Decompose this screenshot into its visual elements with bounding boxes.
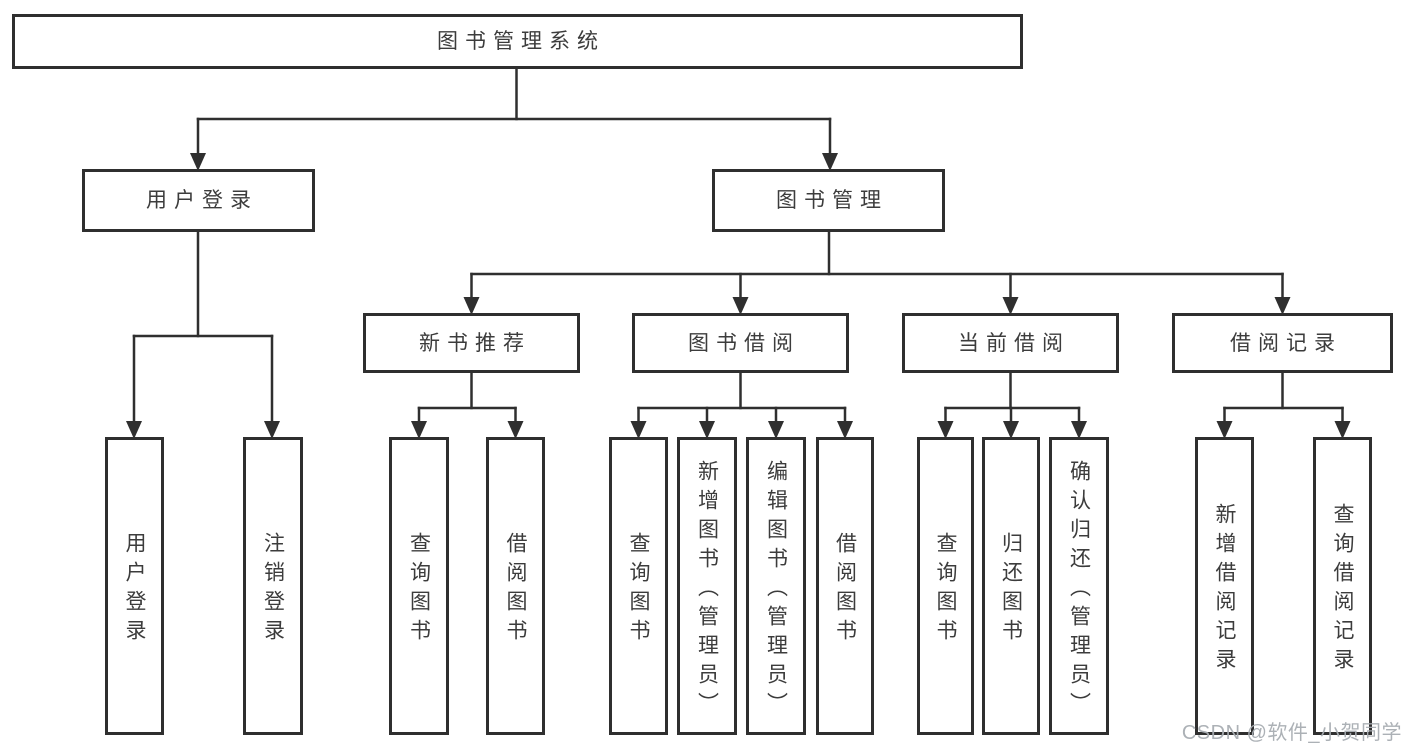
- watermark: CSDN @软件_小贺同学: [1181, 722, 1402, 744]
- leaf-br-query-record: 查询借阅记录: [1313, 437, 1372, 735]
- leaf-cb-return-book-label: 归还图书: [999, 532, 1023, 648]
- leaf-cb-confirm-return: 确认归还（管理员）: [1049, 437, 1109, 735]
- leaf-bb-query-book-label: 查询图书: [627, 532, 650, 648]
- leaf-br-add-record: 新增借阅记录: [1195, 437, 1254, 735]
- leaf-cb-query-book-label: 查询图书: [934, 532, 957, 648]
- leaf-br-query-record-label: 查询借阅记录: [1331, 503, 1354, 677]
- node-root-label: 图书管理系统: [437, 30, 605, 53]
- leaf-nb-query-book-label: 查询图书: [407, 532, 431, 648]
- node-root: 图书管理系统: [12, 14, 1023, 69]
- node-borrow-records-label: 借阅记录: [1230, 331, 1342, 355]
- leaf-nb-borrow-book: 借阅图书: [486, 437, 545, 735]
- leaf-cb-confirm-return-label: 确认归还（管理员）: [1067, 459, 1091, 721]
- leaf-user-login-label: 用户登录: [123, 532, 146, 648]
- node-current-borrow: 当前借阅: [902, 313, 1119, 373]
- leaf-bb-add-book: 新增图书（管理员）: [677, 437, 737, 735]
- node-book-borrow-label: 图书借阅: [688, 331, 800, 355]
- node-borrow-records: 借阅记录: [1172, 313, 1393, 373]
- leaf-nb-query-book: 查询图书: [389, 437, 449, 735]
- node-user-login: 用户登录: [82, 169, 315, 232]
- connector-arrowheads: [126, 153, 1351, 439]
- leaf-nb-borrow-book-label: 借阅图书: [504, 532, 527, 648]
- leaf-bb-add-book-label: 新增图书（管理员）: [695, 459, 719, 721]
- leaf-cb-query-book: 查询图书: [917, 437, 974, 735]
- leaf-bb-edit-book-label: 编辑图书（管理员）: [764, 459, 788, 721]
- node-book-borrow: 图书借阅: [632, 313, 849, 373]
- leaf-br-add-record-label: 新增借阅记录: [1213, 503, 1236, 677]
- leaf-bb-edit-book: 编辑图书（管理员）: [746, 437, 806, 735]
- leaf-bb-borrow-book-label: 借阅图书: [833, 532, 857, 648]
- node-book-management: 图书管理: [712, 169, 945, 232]
- leaf-bb-borrow-book: 借阅图书: [816, 437, 874, 735]
- node-new-book-recommend: 新书推荐: [363, 313, 580, 373]
- leaf-user-login: 用户登录: [105, 437, 164, 735]
- node-new-book-recommend-label: 新书推荐: [419, 331, 531, 355]
- leaf-logout-label: 注销登录: [261, 532, 285, 648]
- node-user-login-label: 用户登录: [146, 189, 258, 212]
- node-book-management-label: 图书管理: [776, 189, 888, 212]
- connector-edges: [132, 66, 1344, 430]
- leaf-cb-return-book: 归还图书: [982, 437, 1040, 735]
- leaf-logout: 注销登录: [243, 437, 303, 735]
- node-current-borrow-label: 当前借阅: [958, 331, 1070, 355]
- leaf-bb-query-book: 查询图书: [609, 437, 668, 735]
